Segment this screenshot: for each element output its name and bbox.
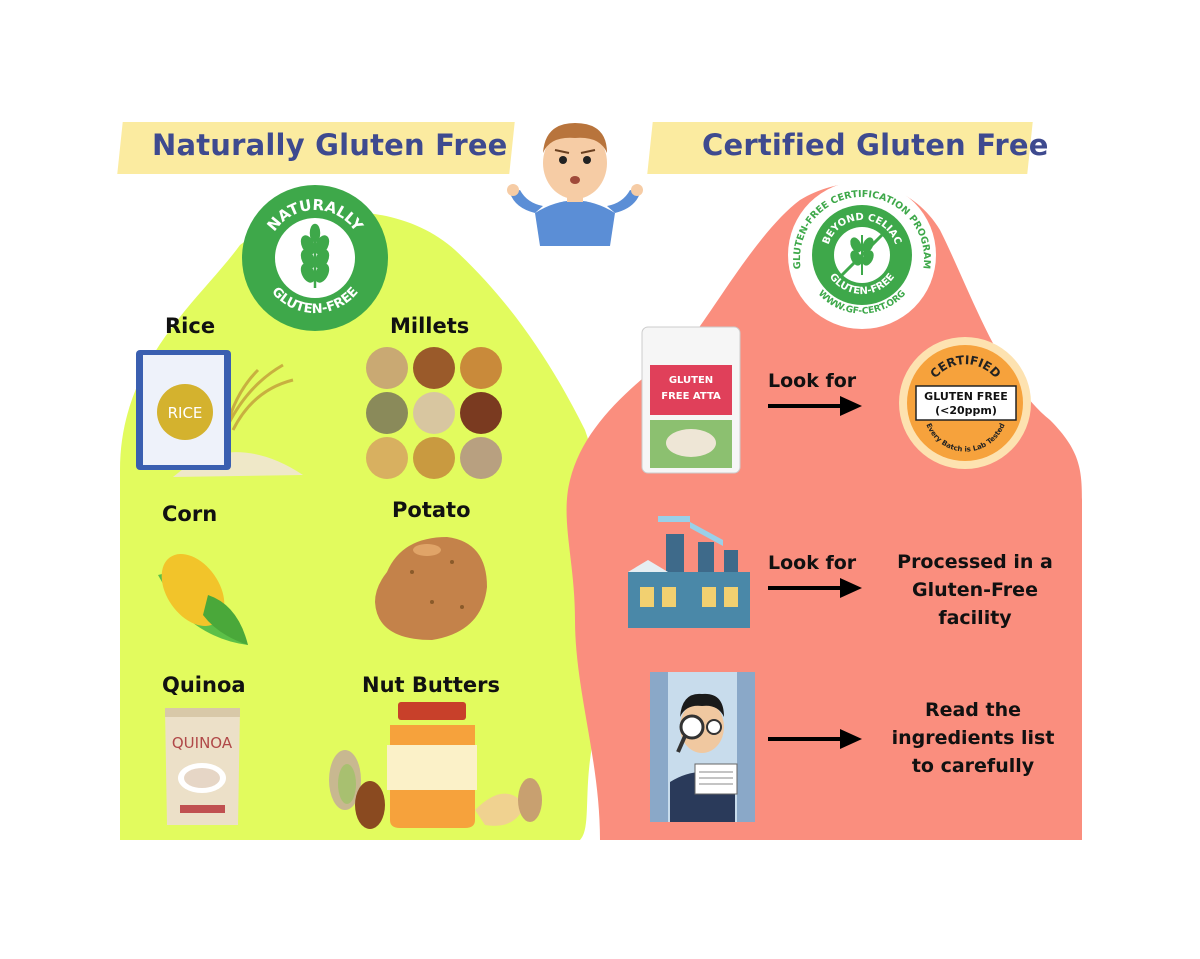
svg-text:(<20ppm): (<20ppm) xyxy=(935,404,997,417)
beyond-celiac-badge: GLUTEN-FREE CERTIFICATION PROGRAM WWW.GF… xyxy=(788,181,936,329)
facility-text-line-2: Gluten-Free xyxy=(912,579,1038,601)
left-heading: Naturally Gluten Free xyxy=(152,128,508,162)
arrow-2 xyxy=(768,578,862,598)
naturally-gluten-free-badge: NATURALLY GLUTEN-FREE xyxy=(242,185,388,331)
certified-gluten-free-seal: CERTIFIED GLUTEN FREE (<20ppm) Every Bat… xyxy=(899,337,1031,469)
item-label-potato: Potato xyxy=(392,498,471,522)
read-label-line-3: to carefully xyxy=(911,755,1035,777)
look-for-label-1: Look for xyxy=(768,370,857,392)
wheat-icon xyxy=(300,223,330,288)
quinoa-pack-icon: QUINOA xyxy=(165,708,240,825)
item-label-quinoa: Quinoa xyxy=(162,673,246,697)
svg-text:RICE: RICE xyxy=(168,404,203,422)
svg-text:GLUTEN: GLUTEN xyxy=(669,375,713,386)
svg-text:FREE ATTA: FREE ATTA xyxy=(661,391,721,402)
rice-bag-icon: RICE xyxy=(136,350,303,477)
millets-icon xyxy=(366,347,502,479)
confused-person-icon xyxy=(507,123,643,246)
item-label-rice: Rice xyxy=(165,314,216,338)
item-label-millets: Millets xyxy=(390,314,470,338)
crossed-wheat-icon xyxy=(840,233,884,277)
arrow-1 xyxy=(768,396,862,416)
nut-butter-icon xyxy=(329,702,542,829)
facility-text-line-3: facility xyxy=(938,607,1012,629)
corn-icon xyxy=(158,553,248,645)
label-reader-icon xyxy=(650,672,755,822)
item-label-corn: Corn xyxy=(162,502,218,526)
read-label-line-2: ingredients list xyxy=(891,727,1055,749)
look-for-label-2: Look for xyxy=(768,552,857,574)
factory-icon xyxy=(628,516,750,628)
item-label-nut-butters: Nut Butters xyxy=(362,673,501,697)
atta-pack-icon: GLUTEN FREE ATTA xyxy=(641,326,741,474)
facility-text-line-1: Processed in a xyxy=(897,551,1053,573)
svg-text:GLUTEN FREE: GLUTEN FREE xyxy=(924,390,1008,403)
read-label-text: Read the ingredients list to carefully xyxy=(868,696,1078,780)
svg-text:QUINOA: QUINOA xyxy=(172,734,233,752)
arrow-3 xyxy=(768,729,862,749)
read-label-line-1: Read the xyxy=(924,699,1022,721)
facility-text: Processed in a Gluten-Free facility xyxy=(880,548,1070,632)
right-heading: Certified Gluten Free xyxy=(702,128,1049,162)
potato-icon xyxy=(375,537,487,640)
